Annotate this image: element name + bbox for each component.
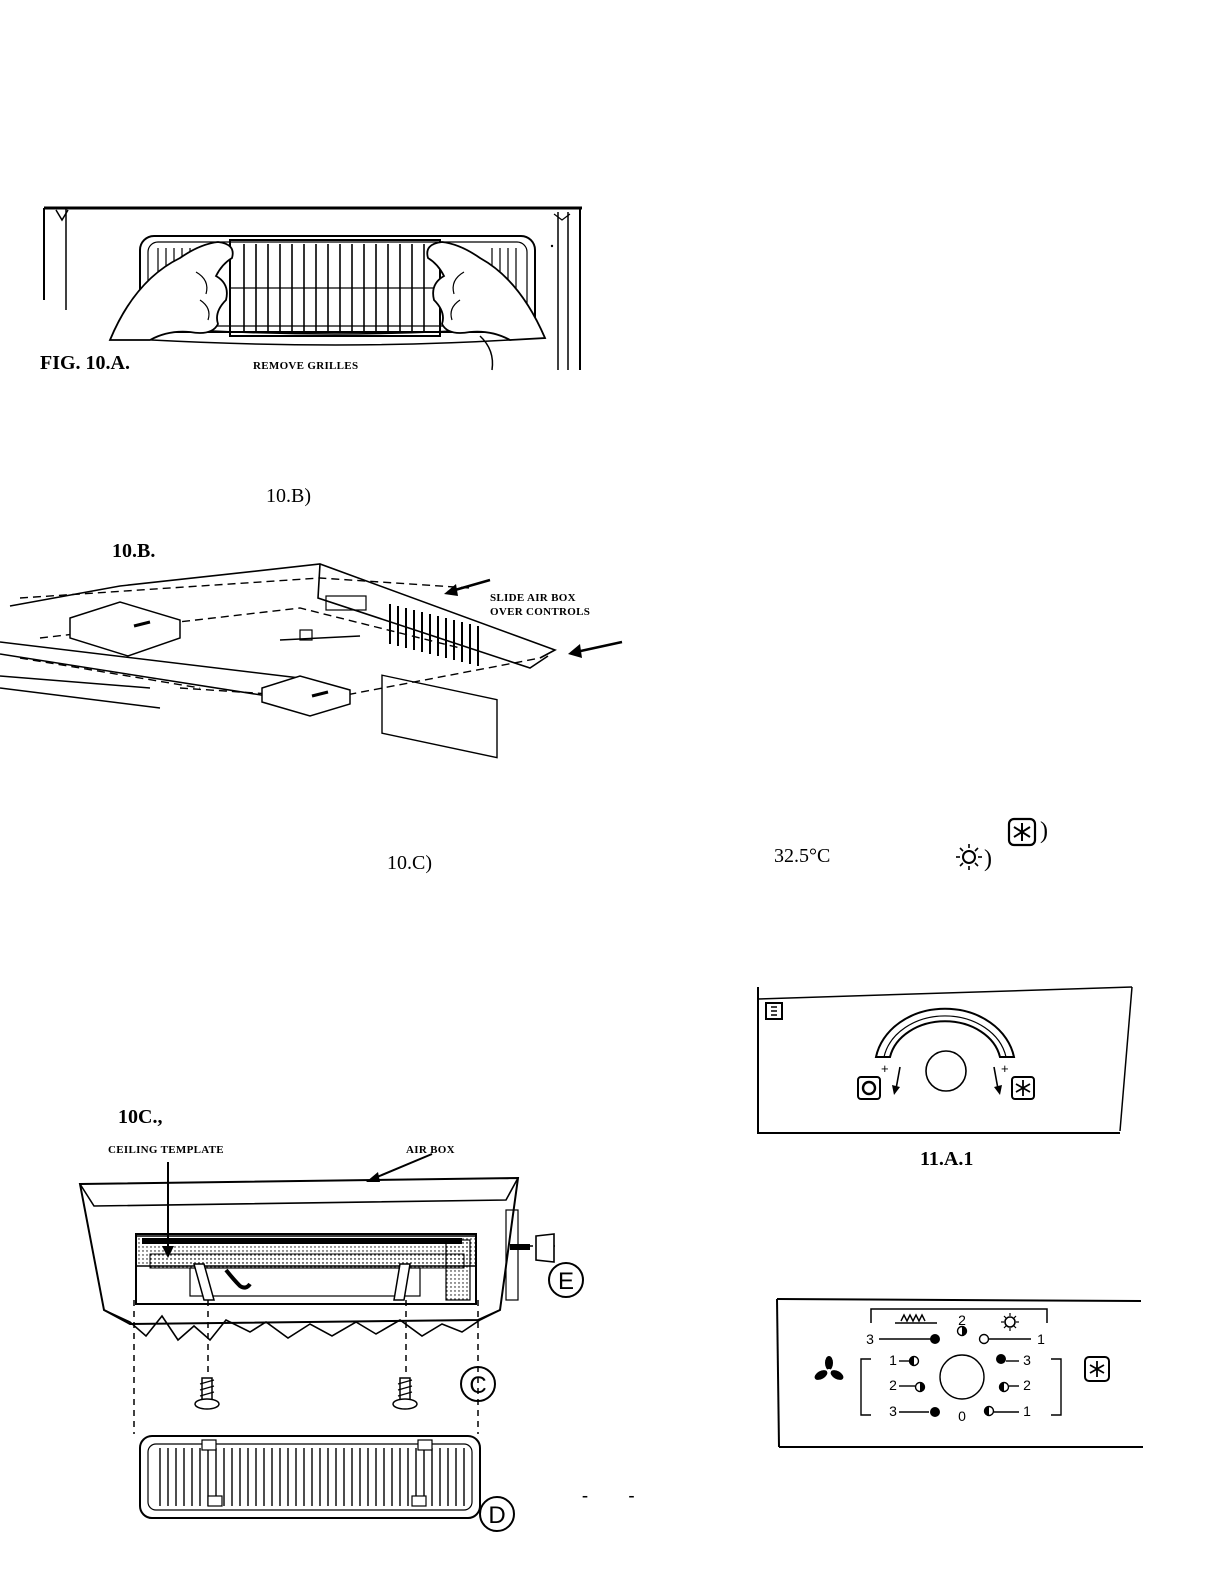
selector-panel: 2 3 1 0 1 2 3 3 2 1 — [775, 1297, 1145, 1452]
bracket-close-2: ) — [984, 846, 992, 873]
fan-right-row-1: 3 — [1023, 1352, 1031, 1368]
selector-left-top: 3 — [866, 1331, 874, 1347]
fan-right-row-3: 1 — [1023, 1403, 1031, 1419]
bracket-close-1: ) — [1040, 818, 1048, 845]
plus-left: + — [881, 1061, 889, 1076]
cool-selector-icon — [1085, 1357, 1109, 1381]
plus-right: + — [1001, 1061, 1009, 1076]
heat-box-icon — [858, 1077, 880, 1099]
temperature-value: 32.5°C — [774, 845, 830, 868]
fan-left-row-1: 1 — [889, 1352, 897, 1368]
fig-10a-label: FIG. 10.A. — [40, 352, 130, 375]
thermostat-panel: + + — [756, 985, 1136, 1140]
cool-box-icon — [1012, 1077, 1034, 1099]
marker-c: C — [469, 1372, 486, 1399]
selector-right-top: 1 — [1037, 1331, 1045, 1347]
footer-marks: - - — [582, 1485, 653, 1506]
fig-11a1-label: 11.A.1 — [920, 1148, 973, 1171]
fig-10c-label: 10C., — [118, 1106, 162, 1129]
fig-10a-caption: REMOVE GRILLES — [253, 360, 358, 372]
fan-left-row-2: 2 — [889, 1377, 897, 1393]
fig-10c-reference: 10.C) — [387, 852, 432, 875]
fig-10b-illustration — [0, 558, 640, 718]
marker-d: D — [488, 1502, 505, 1529]
fan-left-row-3: 3 — [889, 1403, 897, 1419]
fan-icon — [813, 1356, 845, 1382]
fig-10b-reference: 10.B) — [266, 485, 311, 508]
fig-10b-callout-line-1: SLIDE AIR BOX — [490, 592, 576, 604]
fig-10b-callout-line-2: OVER CONTROLS — [490, 606, 590, 618]
fan-right-row-2: 2 — [1023, 1377, 1031, 1393]
fig-10c-illustration: E C D — [70, 1150, 590, 1550]
selector-center-zero: 0 — [958, 1408, 966, 1424]
heat-sun-icon — [955, 843, 983, 871]
marker-e: E — [558, 1268, 574, 1295]
selector-top-number: 2 — [958, 1312, 966, 1328]
cool-snowflake-icon — [1007, 817, 1037, 847]
